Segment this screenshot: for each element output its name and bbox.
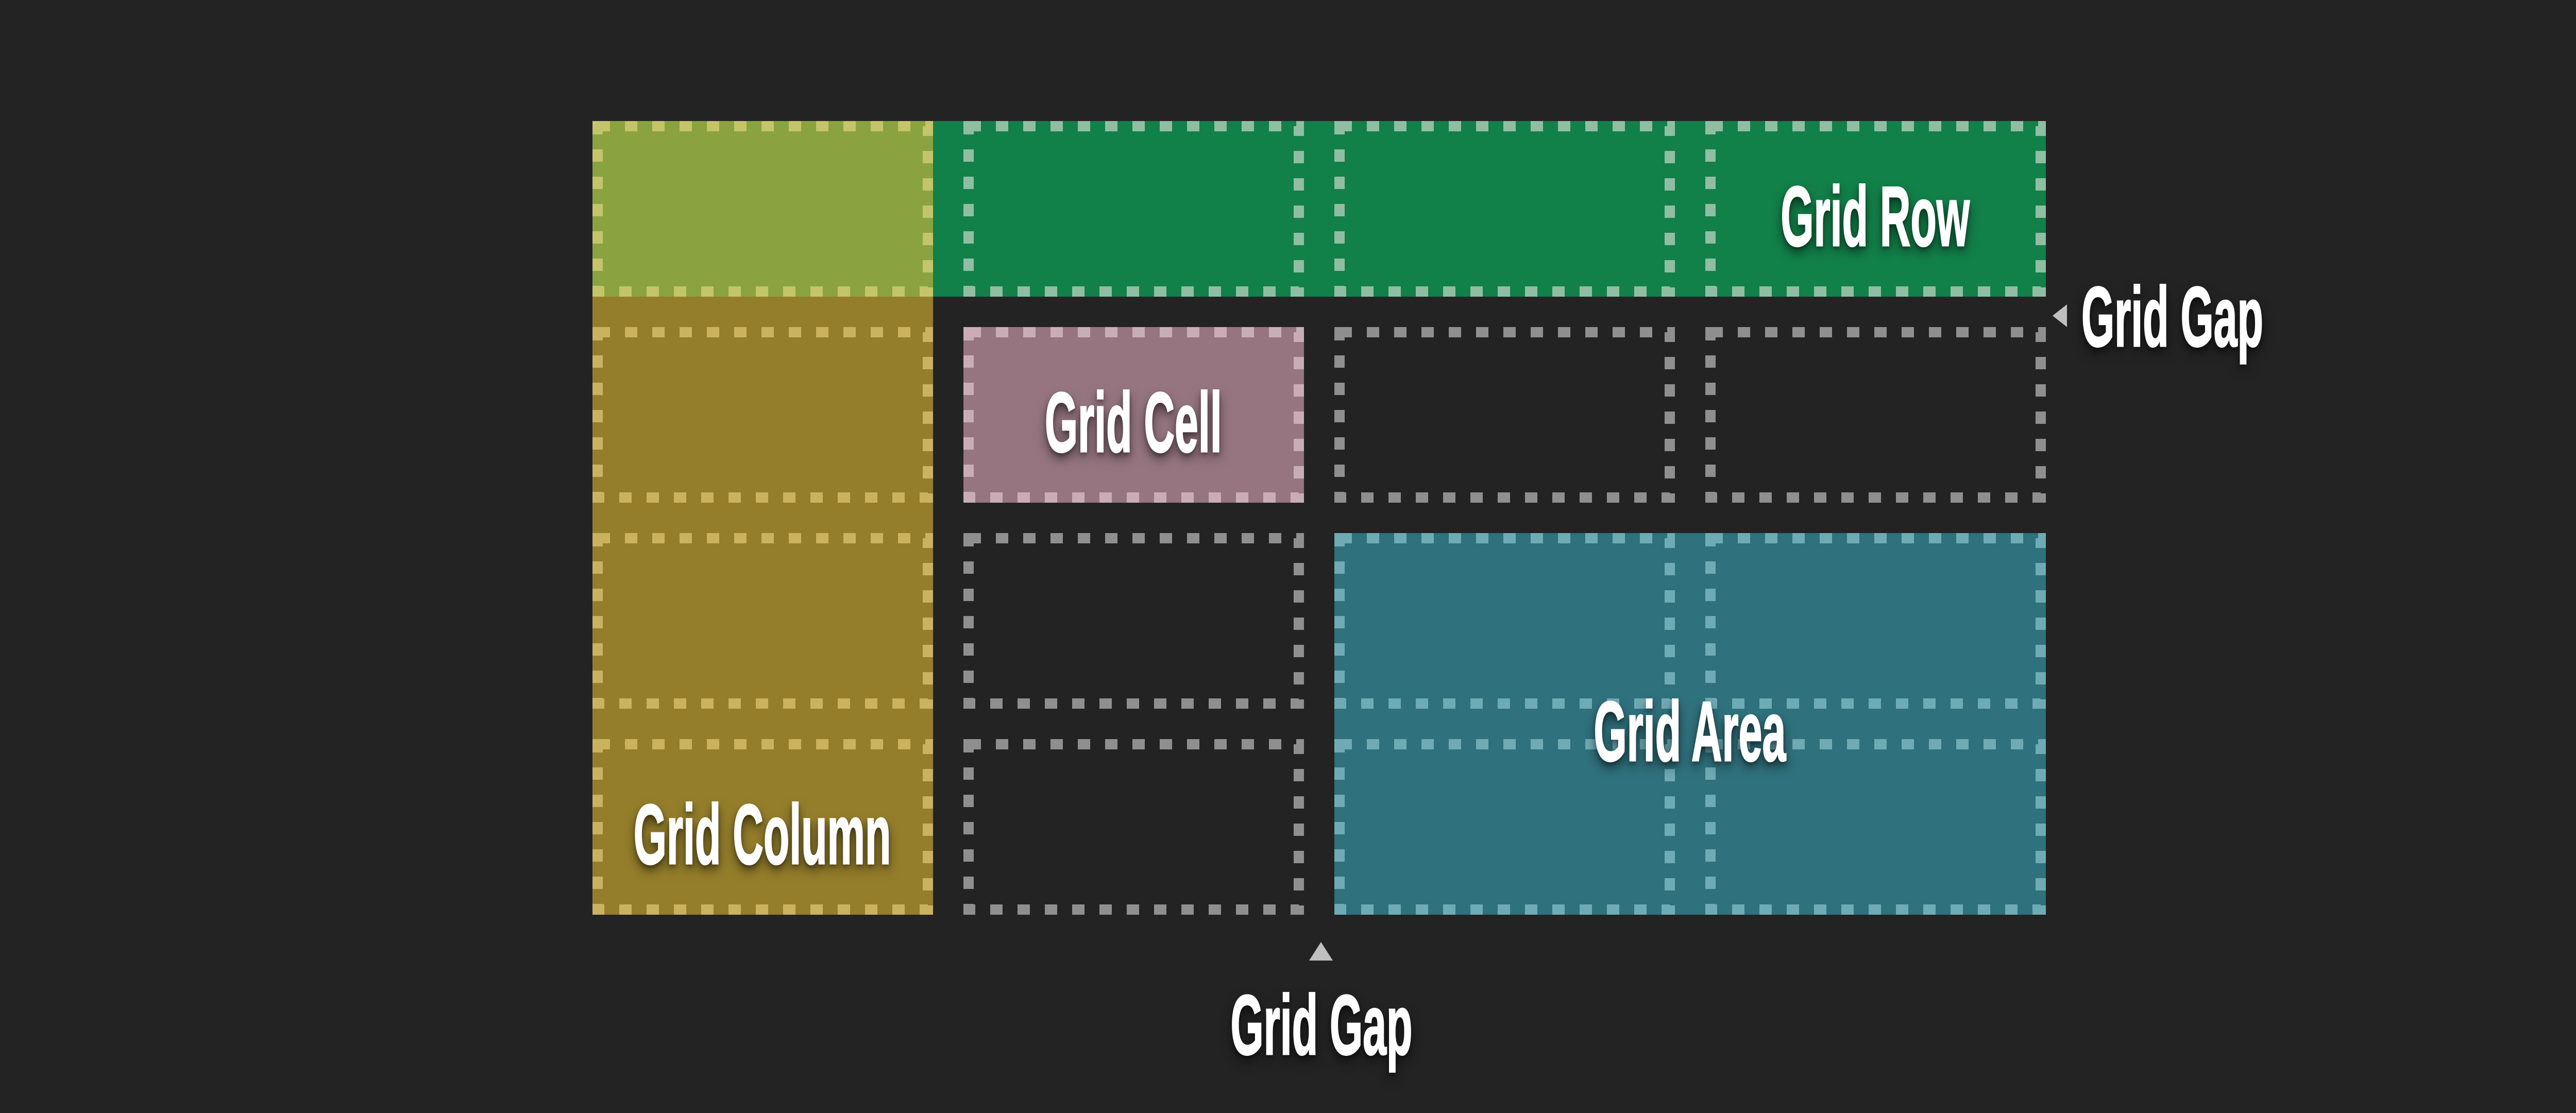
grid-cell-r4c1 — [592, 739, 933, 915]
row-column-overlap — [592, 121, 933, 297]
arrow-left-icon — [2053, 304, 2067, 327]
grid-cell-r3c2 — [963, 533, 1304, 709]
grid-cell-r4c2 — [963, 739, 1304, 915]
grid-cell-r2c3 — [1334, 327, 1675, 503]
grid-area-highlight — [1334, 533, 2046, 915]
grid-cell-r4c4 — [1705, 739, 2046, 915]
grid-cell-r1c3 — [1334, 121, 1675, 297]
grid-cell-r1c4 — [1705, 121, 2046, 297]
arrow-up-icon — [1309, 942, 1333, 961]
grid-cell-highlight — [963, 327, 1304, 503]
grid-cell-r3c3 — [1334, 533, 1675, 709]
grid-cell-r2c2 — [963, 327, 1304, 503]
grid-cell-r3c4 — [1705, 533, 2046, 709]
grid-cell-r1c2 — [963, 121, 1304, 297]
grid-cell-r1c1 — [592, 121, 933, 297]
grid-cell-r2c1 — [592, 327, 933, 503]
grid-cell-r2c4 — [1705, 327, 2046, 503]
grid-cell-r4c3 — [1334, 739, 1675, 915]
grid-cell-r3c1 — [592, 533, 933, 709]
